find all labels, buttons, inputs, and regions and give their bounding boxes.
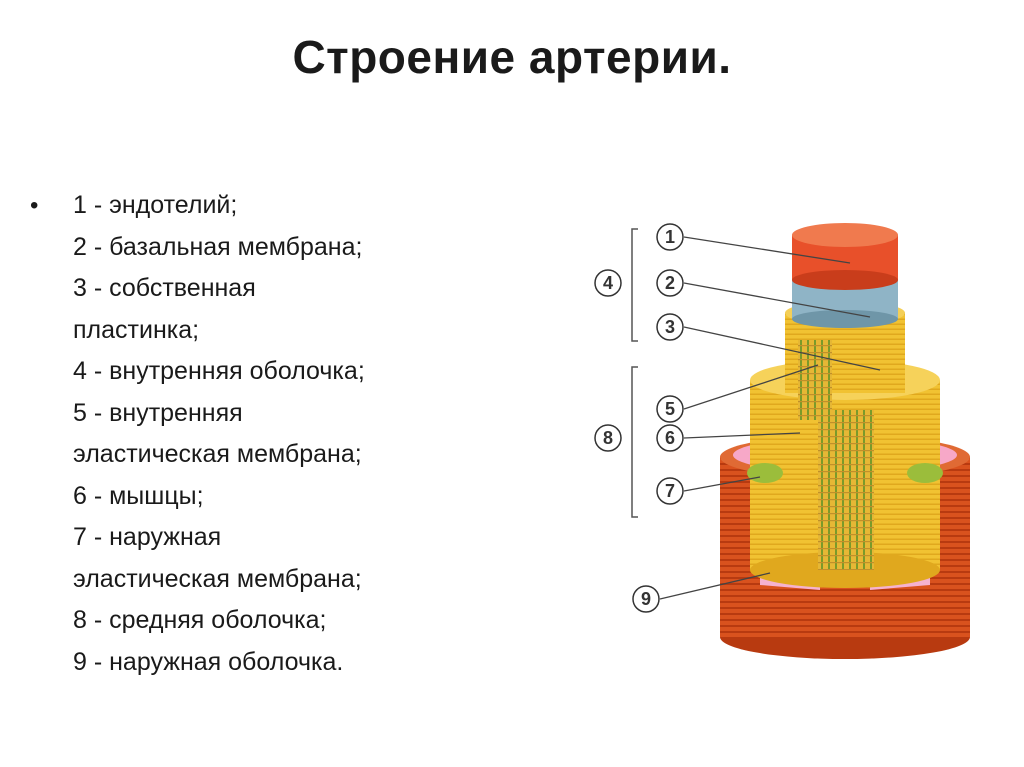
legend-line: эластическая мембрана; [73,564,362,593]
legend-line: 4 - внутренняя оболочка; [73,357,365,385]
callout-3: 3 [656,313,684,341]
legend-line: 5 - внутренняя [73,398,243,427]
legend-line: 6 - мышцы; [73,481,204,510]
bracket-inner-coat [631,228,638,342]
bracket-middle-coat [631,366,638,518]
legend-line: пластинка; [73,315,200,344]
artery-illustration: 1 2 3 4 5 6 7 [594,223,970,659]
callout-8: 8 [594,424,622,452]
callout-6: 6 [656,424,684,452]
callout-8-label: 8 [603,428,613,448]
legend-line: 3 - собственная [73,274,256,302]
callout-9: 9 [632,585,660,613]
callout-3-label: 3 [665,317,675,337]
legend-line: 2 - базальная мембрана; [73,232,363,261]
slide-title: Строение артерии. [292,31,732,83]
callout-6-label: 6 [665,428,675,448]
callout-7: 7 [656,477,684,505]
callout-4: 4 [594,269,622,297]
callout-5: 5 [656,395,684,423]
leader-lines [659,236,881,600]
legend-line: 1 - эндотелий; [73,191,238,219]
legend-line: эластическая мембрана; [73,440,362,468]
callout-4-label: 4 [603,273,613,293]
legend-line: 7 - наружная [73,523,222,551]
callout-5-label: 5 [665,399,675,419]
callout-1-label: 1 [665,227,675,247]
legend-line: 9 - наружная оболочка. [73,647,344,676]
callout-7-label: 7 [665,481,675,501]
callout-2: 2 [656,269,684,297]
artery-diagram: 1 2 3 4 5 6 7 [560,195,990,680]
legend-list: • 1 - эндотелий; 2 - базальная мембрана;… [30,185,500,683]
callout-1: 1 [656,223,684,251]
endothelium-layer [792,223,898,290]
callout-9-label: 9 [641,589,651,609]
bullet-icon: • [30,192,39,219]
callout-2-label: 2 [665,273,675,293]
legend-line: 8 - средняя оболочка; [73,606,327,634]
media-layer [747,360,943,588]
